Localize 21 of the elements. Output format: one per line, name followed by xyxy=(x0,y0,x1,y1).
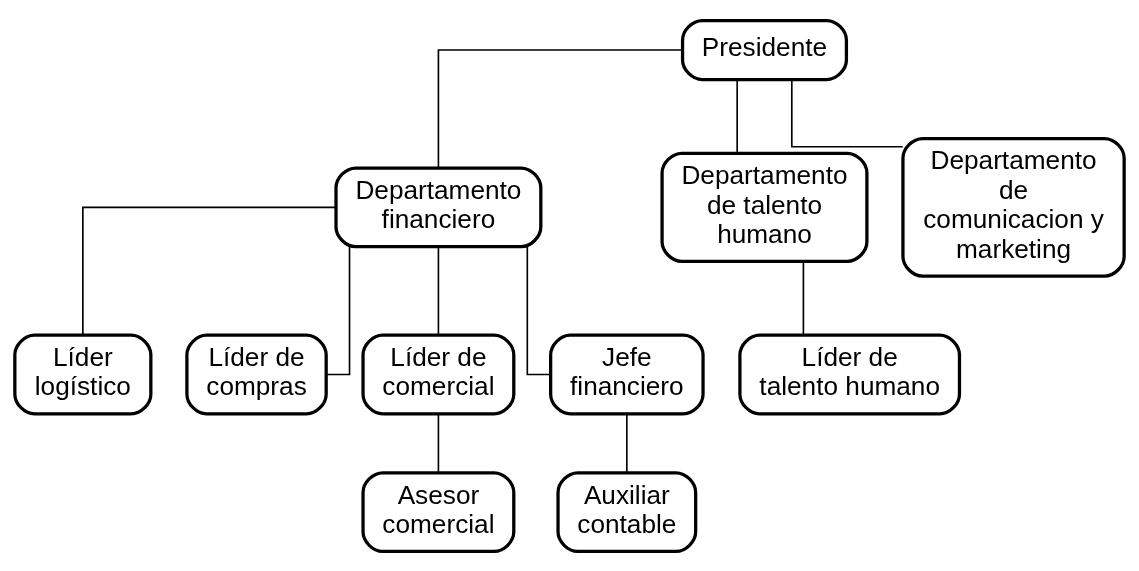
node-box: Jefe financiero xyxy=(549,333,705,415)
connector xyxy=(82,206,337,336)
connector xyxy=(526,245,552,375)
node-box: Presidente xyxy=(680,18,849,81)
node-box: Asesor comercial xyxy=(361,470,516,553)
connector xyxy=(802,260,805,336)
connector xyxy=(325,245,351,375)
node-box: Líder de compras xyxy=(185,333,328,415)
node-box: Departamento financiero xyxy=(334,165,543,248)
node-box: Auxiliar contable xyxy=(556,470,698,553)
node-box: Departamento de talento humano xyxy=(660,151,869,263)
node-box: Líder logístico xyxy=(13,333,153,415)
connector xyxy=(626,413,628,473)
node-box: Departamento de comunicacion y marketing xyxy=(901,136,1126,278)
connector xyxy=(790,78,904,148)
connector xyxy=(736,78,738,154)
connector xyxy=(437,48,684,168)
connector xyxy=(437,413,440,473)
node-box: Líder de comercial xyxy=(361,333,516,415)
node-box: Líder de talento humano xyxy=(738,333,962,415)
connector xyxy=(437,245,440,335)
